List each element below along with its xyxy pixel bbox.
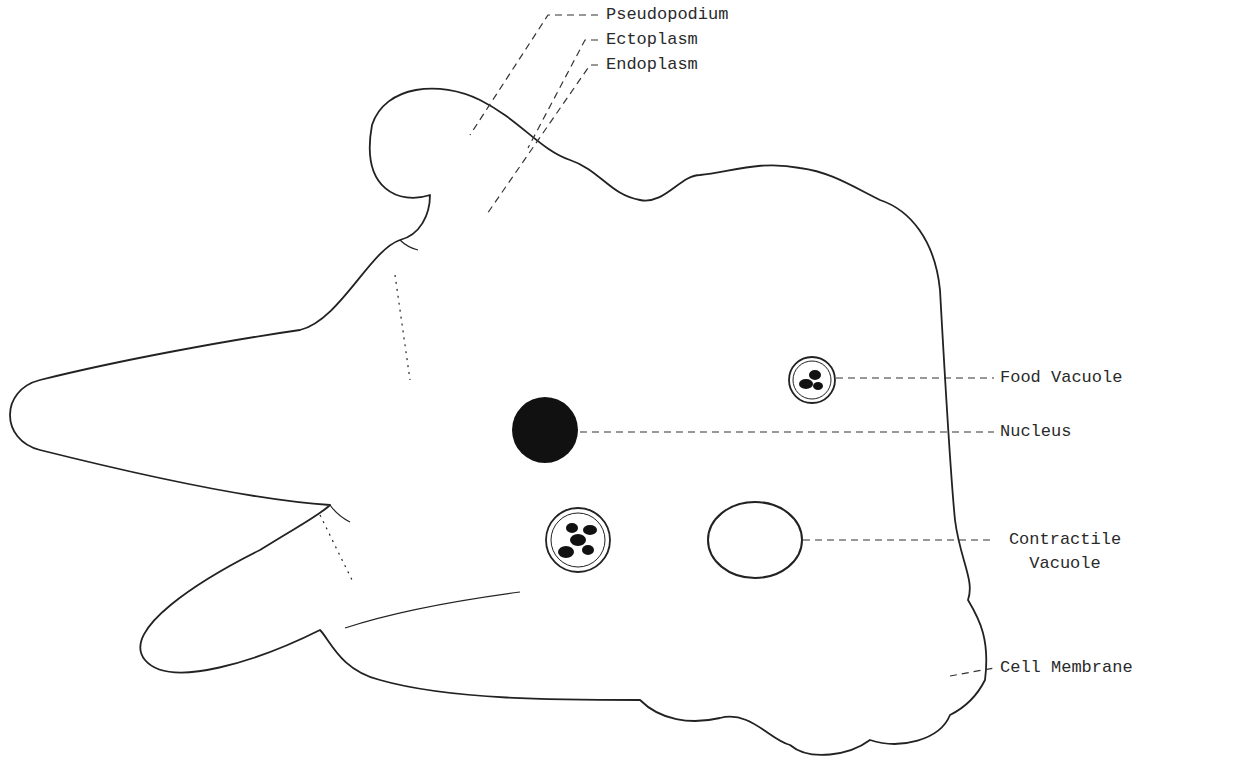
- part-label: Cell Membrane: [998, 656, 1135, 680]
- dotted-boundary: [320, 275, 410, 580]
- food-vacuole: [546, 508, 610, 572]
- part-label: Nucleus: [998, 420, 1073, 444]
- ectoplasm-boundary: [330, 240, 520, 628]
- part-label: Ectoplasm: [604, 28, 700, 52]
- part-label: Endoplasm: [604, 53, 700, 77]
- leader-lines: [470, 15, 994, 676]
- contractile-vacuole: [708, 502, 802, 578]
- part-label: Contractile Vacuole: [998, 528, 1132, 576]
- food-vacuole: [789, 357, 835, 403]
- nucleus: [512, 397, 578, 463]
- part-label: Pseudopodium: [604, 3, 730, 27]
- cell-outline: [10, 89, 986, 755]
- part-label: Food Vacuole: [998, 366, 1124, 390]
